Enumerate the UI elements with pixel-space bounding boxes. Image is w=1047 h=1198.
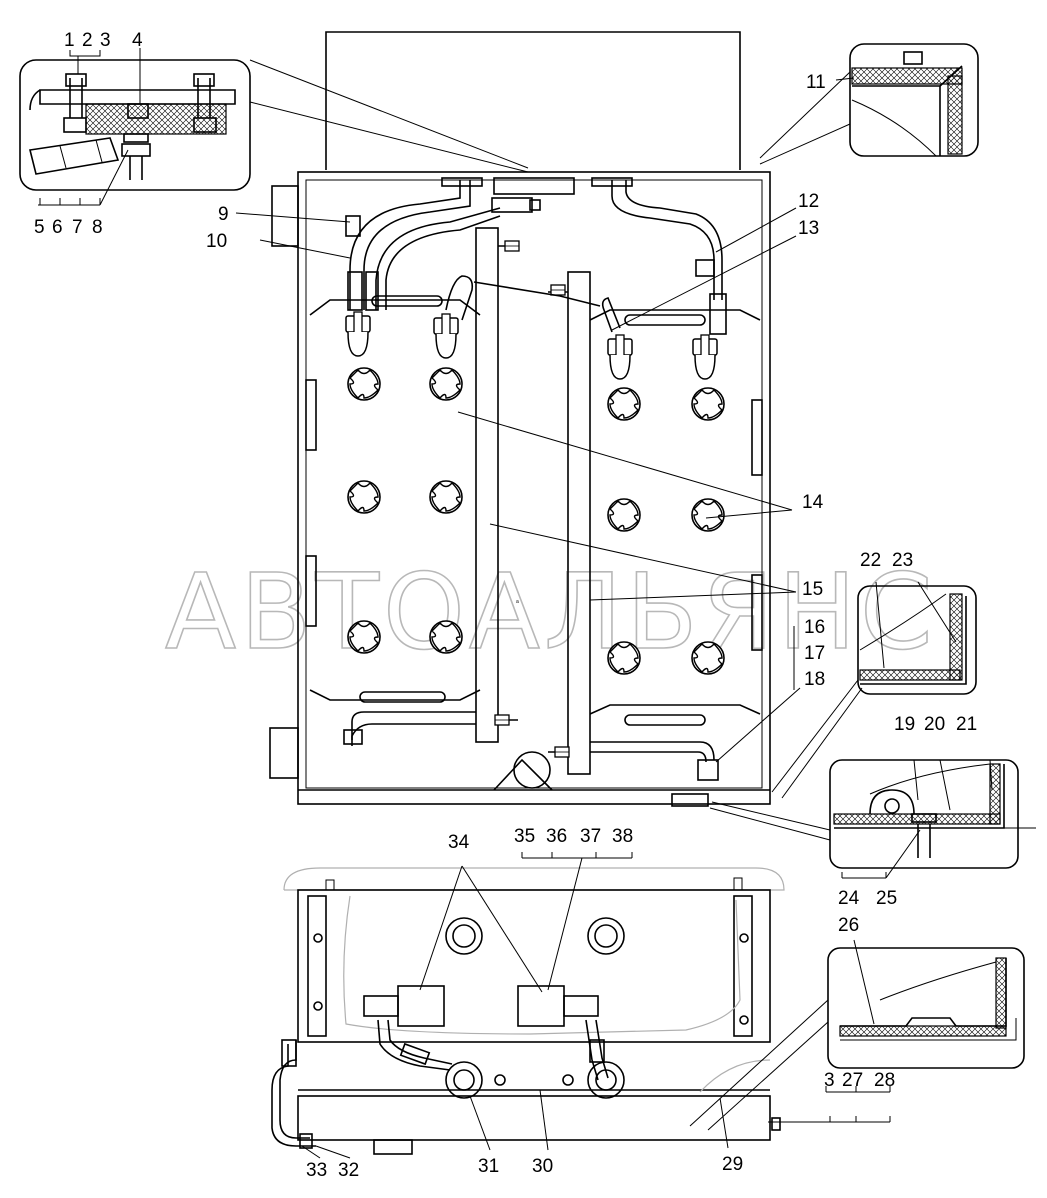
callout-labels: 1 2 3 4 5 6 7 8 9 10 11 12 13 14 15 16 1… [34, 30, 977, 1181]
callout-3: 3 [100, 30, 111, 51]
callout-5: 5 [34, 217, 45, 238]
callout-38: 38 [612, 826, 633, 847]
callout-6: 6 [52, 217, 63, 238]
callout-8: 8 [92, 217, 103, 238]
watermark-text: АВТОАЛЬЯНС [165, 551, 937, 673]
callout-9: 9 [218, 204, 229, 225]
detail-view-floor-fastener [709, 759, 1036, 879]
callout-12: 12 [798, 191, 819, 212]
callout-14: 14 [802, 492, 824, 513]
leader-lines [235, 207, 891, 1159]
callout-11: 11 [806, 72, 826, 93]
callout-21: 21 [956, 714, 977, 735]
callout-18: 18 [804, 669, 825, 690]
callout-3-lower: 3 [824, 1070, 835, 1091]
svg-text:a: a [516, 599, 519, 605]
callout-33: 33 [306, 1160, 327, 1181]
battery-box-top-view: a [269, 31, 771, 807]
callout-29: 29 [722, 1154, 743, 1175]
callout-25: 25 [876, 888, 897, 909]
callout-36: 36 [546, 826, 567, 847]
callout-19: 19 [894, 714, 915, 735]
detail-view-corner-lining [771, 581, 977, 799]
callout-2: 2 [82, 30, 93, 51]
callout-4: 4 [132, 30, 143, 51]
callout-37: 37 [580, 826, 601, 847]
callout-20: 20 [924, 714, 945, 735]
callout-15: 15 [802, 579, 823, 600]
callout-27: 27 [842, 1070, 863, 1091]
callout-7: 7 [72, 217, 83, 238]
detail-view-cover-mount [19, 48, 529, 206]
callout-26: 26 [838, 915, 859, 936]
detail-view-wall-insulation [759, 43, 979, 165]
callout-31: 31 [478, 1156, 499, 1177]
callout-34: 34 [448, 832, 470, 853]
callout-24: 24 [838, 888, 860, 909]
callout-16: 16 [804, 617, 825, 638]
callout-22: 22 [860, 550, 881, 571]
callout-1: 1 [64, 30, 75, 51]
callout-30: 30 [532, 1156, 553, 1177]
callout-35: 35 [514, 826, 535, 847]
callout-10: 10 [206, 231, 227, 252]
battery-box-side-view [271, 867, 1025, 1155]
callout-32: 32 [338, 1160, 359, 1181]
callout-23: 23 [892, 550, 913, 571]
callout-13: 13 [798, 218, 819, 239]
callout-28: 28 [874, 1070, 895, 1091]
callout-17: 17 [804, 643, 825, 664]
